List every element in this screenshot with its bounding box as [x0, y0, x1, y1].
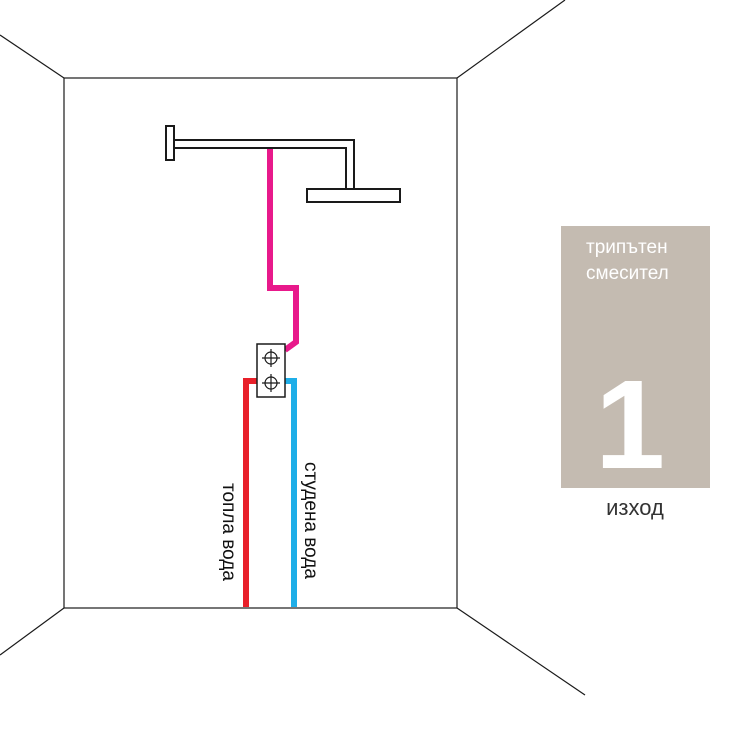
- hot-water-label: топла вода: [218, 483, 239, 581]
- panel-title-line2: смесител: [586, 263, 669, 284]
- valve-knob-icon: [262, 349, 280, 367]
- corner-line: [456, 0, 566, 79]
- corner-line: [0, 34, 65, 79]
- mixer-valve: [256, 343, 286, 398]
- corner-line: [0, 607, 65, 656]
- valve-knob-icon: [262, 374, 280, 392]
- shower-arm: [165, 125, 401, 203]
- outlet-label: изход: [606, 495, 664, 520]
- outlet-count: 1: [595, 354, 665, 495]
- corner-line: [456, 607, 586, 696]
- room-outline: [0, 0, 586, 696]
- cold-water-label: студена вода: [300, 462, 321, 579]
- shower-head: [306, 188, 401, 203]
- mixed-water-pipe: [267, 149, 299, 353]
- hot-water-pipe: [243, 378, 258, 607]
- back-wall: [63, 77, 458, 609]
- panel-title-line1: трипътен: [586, 237, 668, 258]
- wall-flange: [165, 125, 175, 161]
- cold-water-pipe: [285, 378, 297, 607]
- info-panel: трипътен смесител 1: [561, 226, 710, 495]
